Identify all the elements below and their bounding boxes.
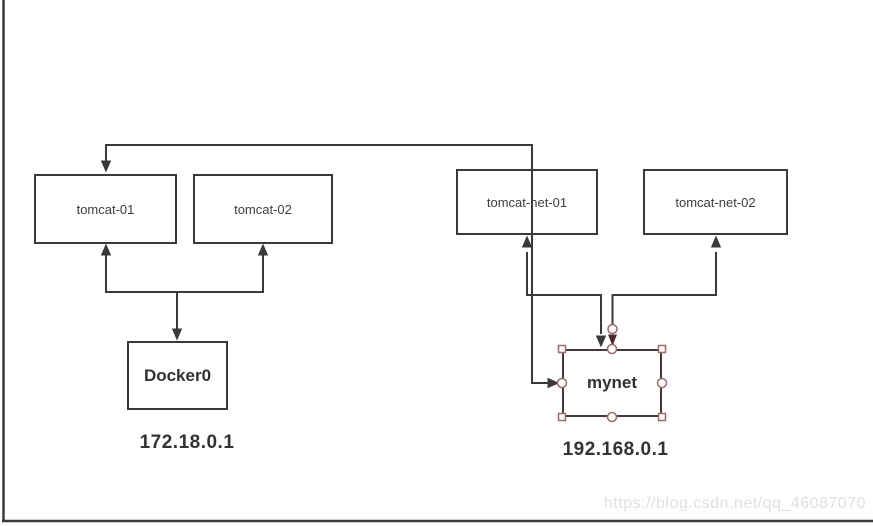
arrowhead-up-tomcat-net-02 <box>710 235 722 248</box>
docker0-ip-label: 172.18.0.1 <box>139 432 235 453</box>
arrowhead-up-tomcat-net-01 <box>521 235 533 248</box>
arrowhead-right-mynet <box>547 377 560 389</box>
watermark: https://blog.csdn.net/qq_46087070 <box>603 495 866 512</box>
arrowhead-down-mynet-selected <box>608 334 617 346</box>
connector-endpoint-dot[interactable] <box>607 323 618 335</box>
node-mynet[interactable]: mynet <box>562 349 662 417</box>
connector-segment[interactable] <box>105 251 264 293</box>
arrowhead-down-docker0 <box>171 328 183 341</box>
mynet-ip-label: 192.168.0.1 <box>562 439 669 460</box>
arrowhead-up-tomcat-02 <box>257 243 269 256</box>
node-tomcat-net-01[interactable]: tomcat-net-01 <box>456 169 598 235</box>
node-tomcat-01[interactable]: tomcat-01 <box>34 174 177 244</box>
connector-mynet-tomcat-net-02[interactable] <box>607 235 722 347</box>
node-tomcat-02-label: tomcat-02 <box>234 201 292 217</box>
node-docker0-label: Docker0 <box>143 365 212 385</box>
node-tomcat-net-02[interactable]: tomcat-net-02 <box>643 169 788 235</box>
node-tomcat-01-label: tomcat-01 <box>76 201 135 217</box>
arrowhead-down-tomcat-01 <box>100 160 112 173</box>
node-docker0[interactable]: Docker0 <box>127 341 228 410</box>
node-tomcat-net-02-label: tomcat-net-02 <box>675 194 756 210</box>
connector-segment[interactable] <box>526 252 602 334</box>
arrowhead-down-mynet <box>595 335 607 348</box>
connector-mynet-tomcat-net-01[interactable] <box>521 235 607 348</box>
node-tomcat-net-01-label: tomcat-net-01 <box>486 194 568 210</box>
node-tomcat-02[interactable]: tomcat-02 <box>193 174 333 244</box>
node-mynet-label: mynet <box>586 373 638 392</box>
connector-segment[interactable] <box>611 252 717 324</box>
connector-docker0-bridge[interactable] <box>100 243 269 341</box>
arrowhead-up-tomcat-01 <box>100 243 112 256</box>
